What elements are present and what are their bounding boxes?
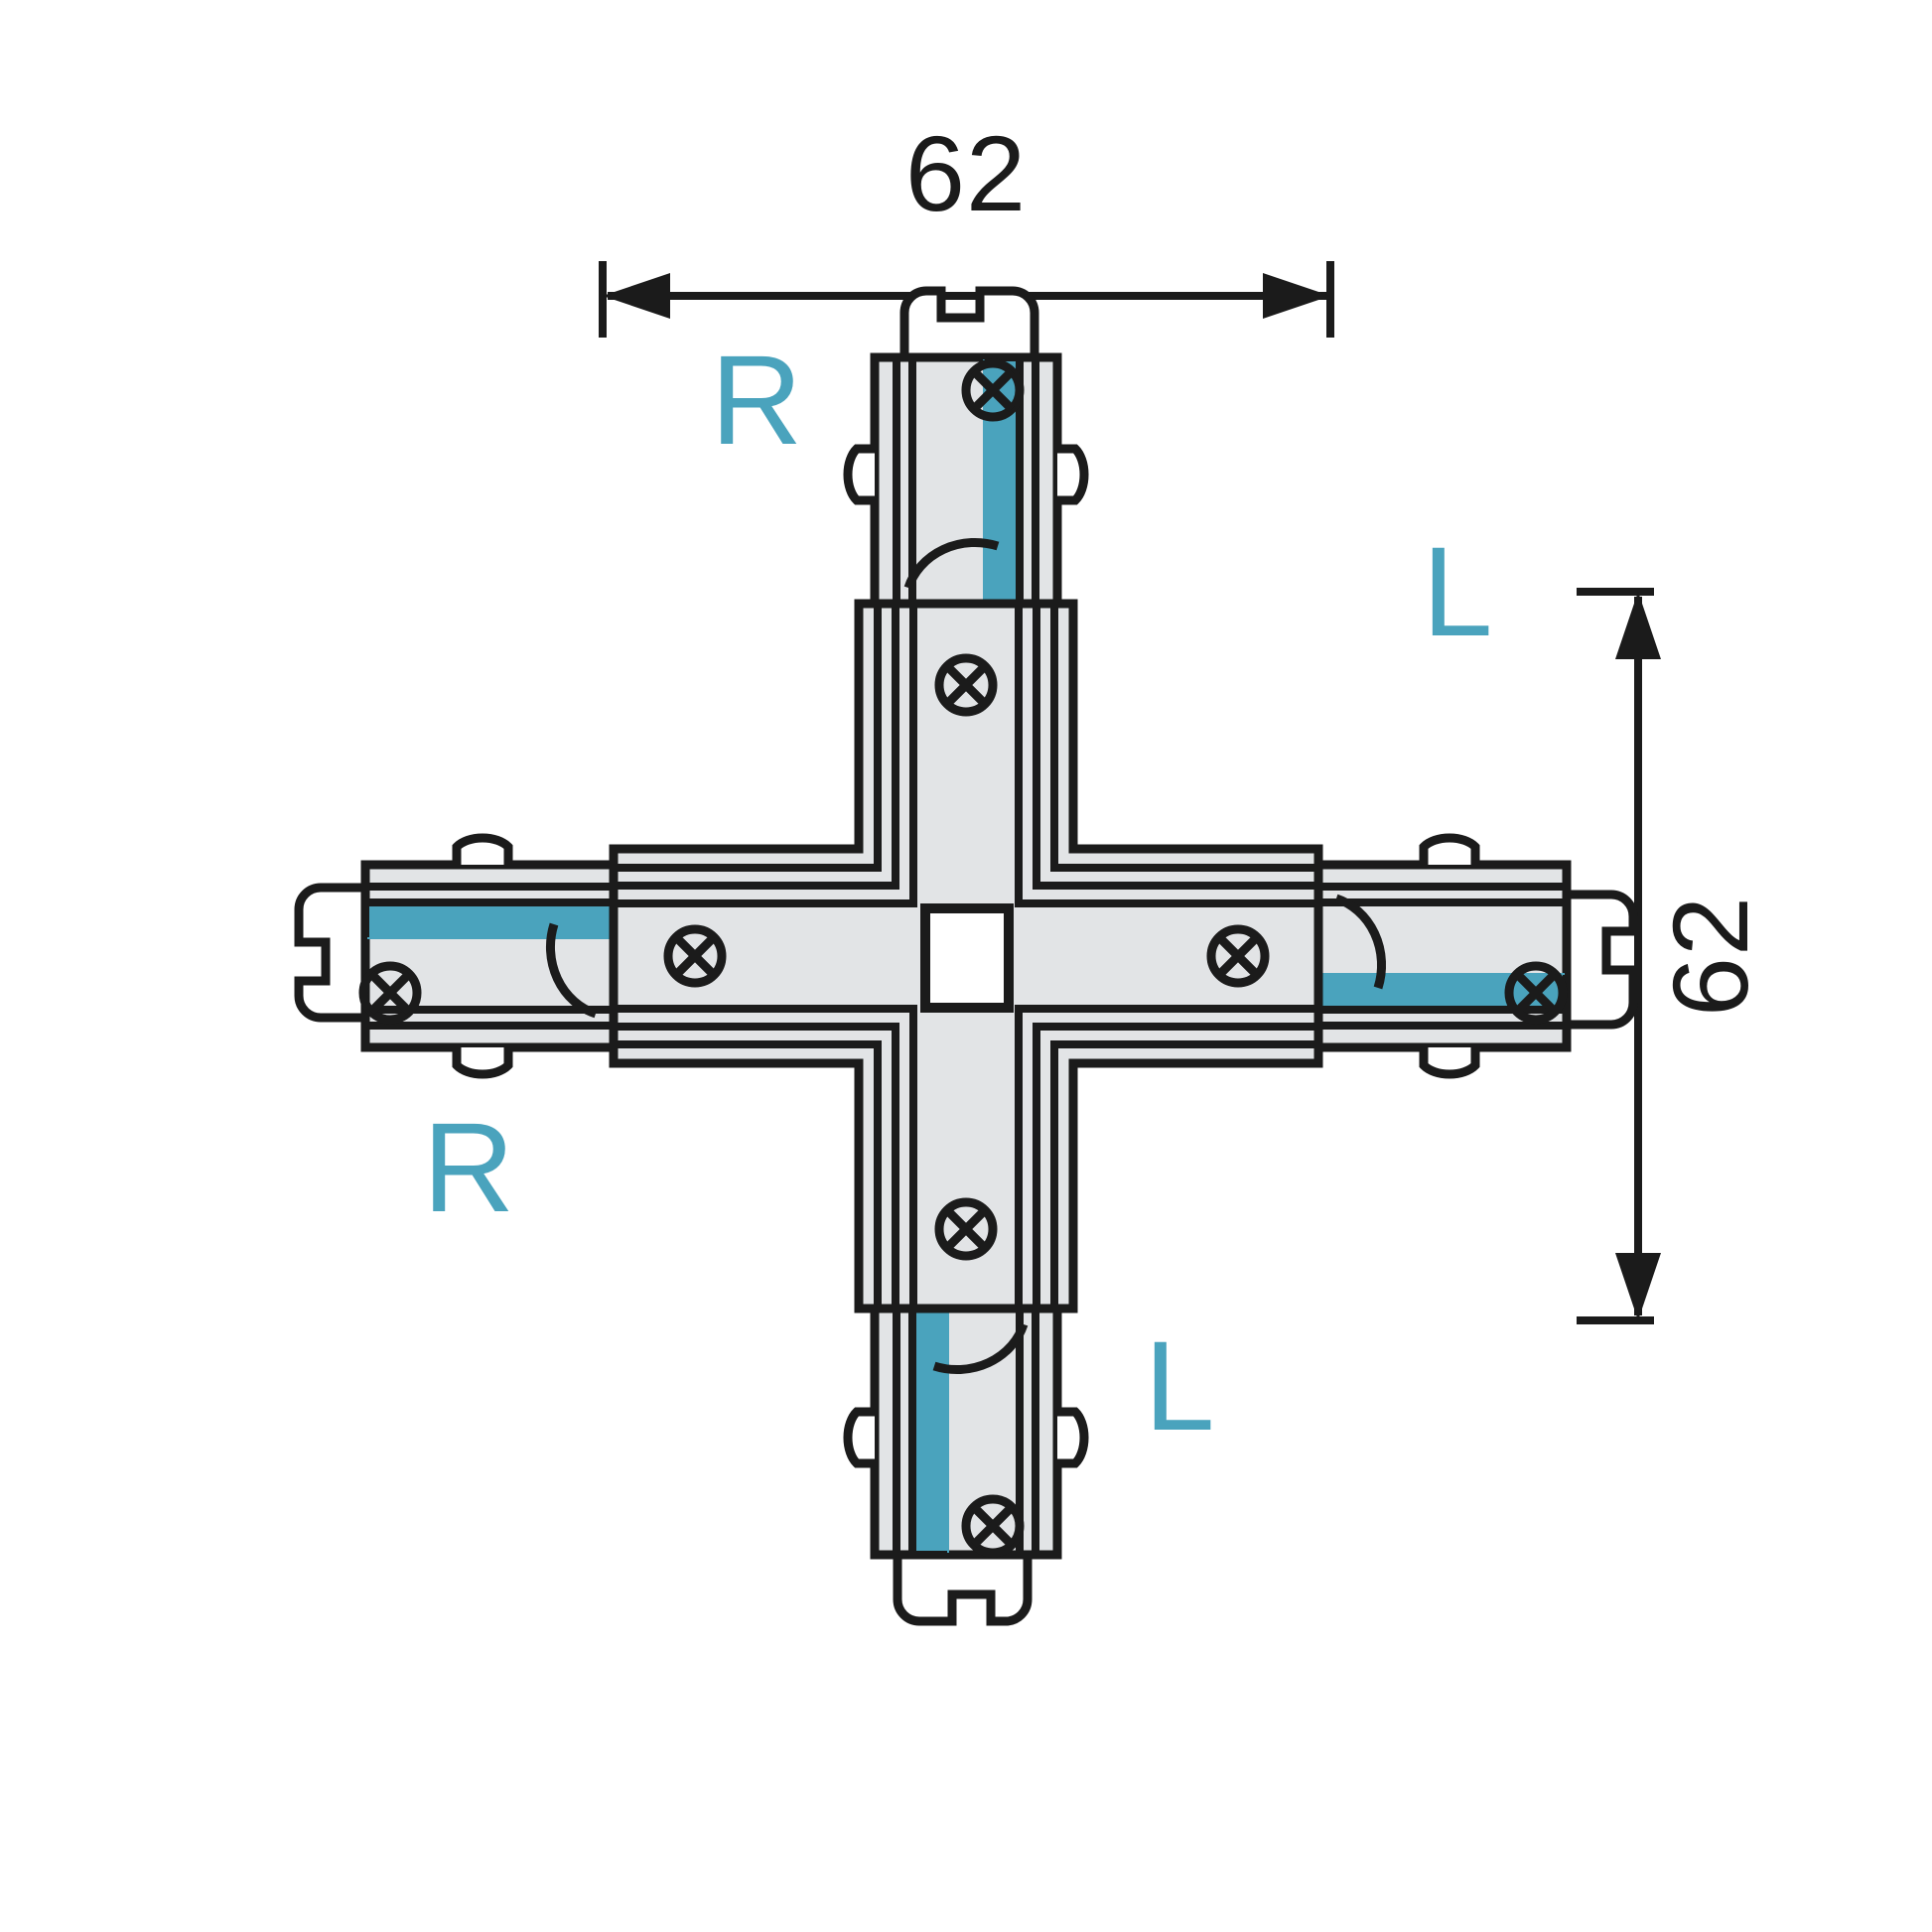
horizontal-dimension: 62 [599,113,1334,338]
polarity-label-middle-right: L [1422,521,1492,663]
arrowhead-left [603,273,670,319]
cross-connector-body [609,599,1323,1313]
polarity-label-bottom-left: R [423,1097,514,1239]
dimension-label-vertical: 62 [1650,896,1770,1017]
track-arm-top [848,291,1084,608]
track-arm-left [299,838,616,1074]
track-arm-bottom [848,1305,1084,1621]
cross-groove-inner-1 [614,604,1318,1309]
center-square-aperture [920,903,1014,1013]
arrowhead-bottom [1615,1253,1661,1320]
arrowhead-top [1615,592,1661,659]
track-arm-right [1316,838,1633,1074]
polarity-label-top-left: R [711,330,802,472]
polarity-label-bottom-right: L [1144,1315,1214,1457]
vertical-dimension: 62 [1577,588,1770,1324]
cross-groove-inner-2 [614,604,1318,1309]
cross-groove-inner-3 [614,604,1318,1309]
dimension-label-horizontal: 62 [905,113,1027,233]
arrowhead-right [1263,273,1330,319]
